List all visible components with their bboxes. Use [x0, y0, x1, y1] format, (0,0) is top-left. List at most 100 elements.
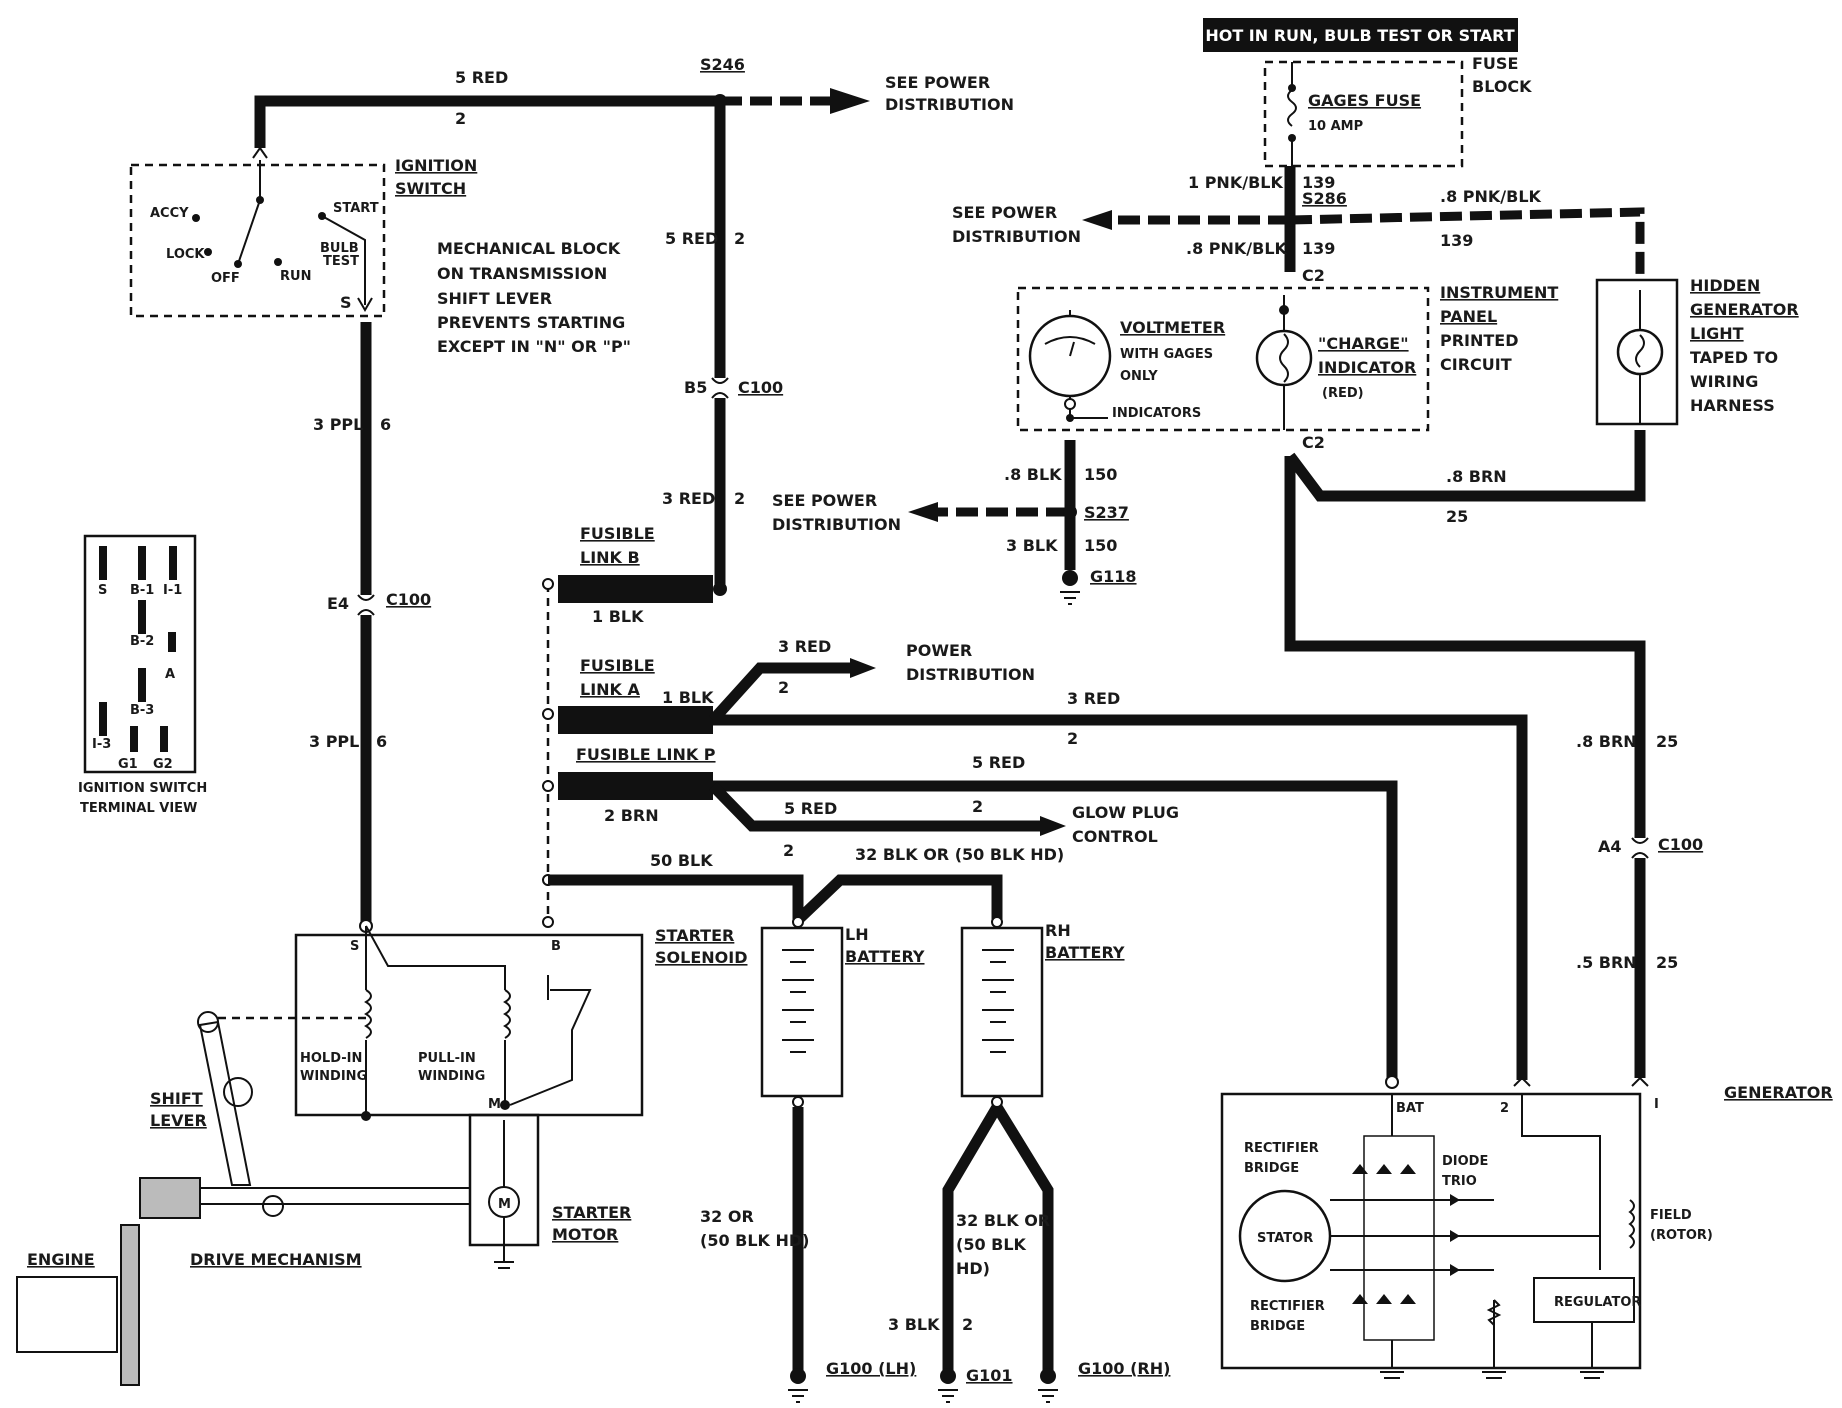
glow-plug-2: CONTROL — [1072, 827, 1158, 846]
wire-3-red-to-generator — [713, 714, 1528, 1080]
regulator-box — [1533, 1277, 1635, 1323]
solenoid-label-1: STARTER — [655, 926, 734, 945]
diodes — [1352, 1164, 1460, 1304]
wire-label-32blk-rh-2: (50 BLK — [956, 1235, 1027, 1254]
generator-t2: 2 — [1500, 1101, 1509, 1116]
power-dist-s237-2: DISTRIBUTION — [772, 515, 901, 534]
lh-battery-label-1: LH — [845, 925, 869, 944]
hold-in-1: HOLD-IN — [300, 1051, 362, 1066]
wire-num-3red-pd: 2 — [778, 678, 789, 697]
hold-in-2: WINDING — [300, 1069, 367, 1084]
splice-s237: S237 — [1084, 503, 1129, 522]
power-dist-top-1: SEE POWER — [885, 73, 990, 92]
fuse-block-label-2: BLOCK — [1472, 77, 1532, 96]
pull-in-coil — [503, 989, 511, 1039]
lh-battery-label-2: BATTERY — [845, 947, 925, 966]
ign-test: TEST — [323, 254, 359, 269]
c100-b5: C100 — [738, 378, 783, 397]
wire-5-red-glow-plug — [709, 782, 1040, 832]
wire-label-5red-gp: 5 RED — [784, 799, 837, 818]
drive-shaft — [199, 1187, 471, 1205]
engine-label: ENGINE — [27, 1250, 95, 1269]
solenoid-m: M — [488, 1097, 501, 1112]
ip-label-1: INSTRUMENT — [1440, 283, 1558, 302]
ign-accy: ACCY — [150, 206, 189, 221]
c100-a4: C100 — [1658, 835, 1703, 854]
ground-g118-label: G118 — [1090, 567, 1137, 586]
power-dist-s286-2: DISTRIBUTION — [952, 227, 1081, 246]
power-dist-a-1: POWER — [906, 641, 972, 660]
solenoid-internal-wiring — [365, 925, 592, 1115]
wire-3-red-power-dist — [708, 662, 850, 724]
generator-label: GENERATOR — [1724, 1083, 1833, 1102]
solenoid-s: S — [350, 939, 359, 954]
starter-solenoid — [294, 933, 644, 1117]
rectifier-1a: RECTIFIER — [1244, 1141, 1319, 1156]
c100-b5-pin: B5 — [684, 378, 707, 397]
wire-label-5red-v: 5 RED — [665, 229, 718, 248]
terminal-pin-g2: G2 — [153, 757, 173, 772]
terminal-view-outline — [83, 534, 197, 774]
hidden-light-2: GENERATOR — [1690, 300, 1799, 319]
gages-fuse-label: GAGES FUSE — [1308, 91, 1421, 110]
rectifier-1b: BRIDGE — [1244, 1161, 1299, 1176]
hidden-light-1: HIDDEN — [1690, 276, 1760, 295]
gages-fuse-icon — [1287, 89, 1297, 127]
wire-label-3blk-g118: 3 BLK — [1006, 536, 1058, 555]
wire-label-3red-gen: 3 RED — [1067, 689, 1120, 708]
starter-motor-label-2: MOTOR — [552, 1225, 618, 1244]
wire-8-brn-to-generator — [1284, 456, 1646, 838]
arrow-power-dist-top — [830, 88, 870, 114]
wire-num-8pnkblk-v: 139 — [1302, 239, 1335, 258]
ip-label-4: CIRCUIT — [1440, 355, 1512, 374]
hidden-generator-light — [1595, 278, 1679, 426]
ign-start: START — [333, 201, 379, 216]
shift-lever-label-2: LEVER — [150, 1111, 207, 1130]
wire-label-1pnkblk: 1 PNK/BLK — [1188, 173, 1283, 192]
engine-block — [16, 1276, 118, 1353]
wire-label-8brn-h: .8 BRN — [1446, 467, 1507, 486]
hot-banner-box — [1203, 18, 1518, 52]
wire-num-5brn: 25 — [1656, 953, 1678, 972]
voltmeter-label: VOLTMETER — [1120, 318, 1225, 337]
ground-g100-rh — [1038, 1368, 1058, 1403]
fusible-link-b-label-2: LINK B — [580, 548, 640, 567]
pull-in-2: WINDING — [418, 1069, 485, 1084]
ign-bulb: BULB — [320, 241, 359, 256]
hidden-light-3: LIGHT — [1690, 324, 1744, 343]
terminal-view-caption-2: TERMINAL VIEW — [80, 801, 197, 816]
wire-num-5red-v: 2 — [734, 229, 745, 248]
wire-32-blk — [794, 874, 1003, 924]
ign-off: OFF — [211, 271, 240, 286]
wire-num-3ppl-1: 6 — [380, 415, 391, 434]
mech-note-4: PREVENTS STARTING — [437, 313, 625, 332]
rectifier-bridge-outline — [1363, 1135, 1435, 1341]
wire-rh-battery-ground-2 — [992, 1104, 1054, 1372]
power-dist-a-2: DISTRIBUTION — [906, 665, 1035, 684]
ip-label-2: PANEL — [1440, 307, 1497, 326]
solenoid-b: B — [551, 939, 561, 954]
field-2: (ROTOR) — [1650, 1228, 1713, 1243]
ground-g100-rh-label: G100 (RH) — [1078, 1359, 1170, 1378]
wire-num-3blk-g101: 2 — [962, 1315, 973, 1334]
wire-label-8pnkblk-h: .8 PNK/BLK — [1440, 187, 1542, 206]
wire-label-32or-1: 32 OR — [700, 1207, 754, 1226]
voltmeter-note-2: ONLY — [1120, 369, 1158, 384]
splice-s237-dot — [1063, 505, 1077, 519]
power-dist-top-2: DISTRIBUTION — [885, 95, 1014, 114]
charge-indicator-bulb — [1255, 329, 1313, 387]
ignition-switch-outline — [129, 163, 386, 318]
ign-s-terminal: S — [340, 293, 352, 312]
terminal-pin-a: A — [165, 667, 175, 682]
wire-5-red-top — [254, 95, 720, 148]
splice-s246: S246 — [700, 55, 745, 74]
fusible-link-b-label-1: FUSIBLE — [580, 524, 655, 543]
wire-label-3ppl-1: 3 PPL — [313, 415, 363, 434]
terminal-pin-g1: G1 — [118, 757, 138, 772]
wire-num-8brn-h: 25 — [1446, 507, 1468, 526]
c100-e4-pin: E4 — [327, 594, 349, 613]
wire-num-2brn: 2 — [783, 841, 794, 860]
field-rotor-coil — [1628, 1199, 1635, 1249]
ip-label-3: PRINTED — [1440, 331, 1519, 350]
fusible-link-a-label-2: LINK A — [580, 680, 641, 699]
